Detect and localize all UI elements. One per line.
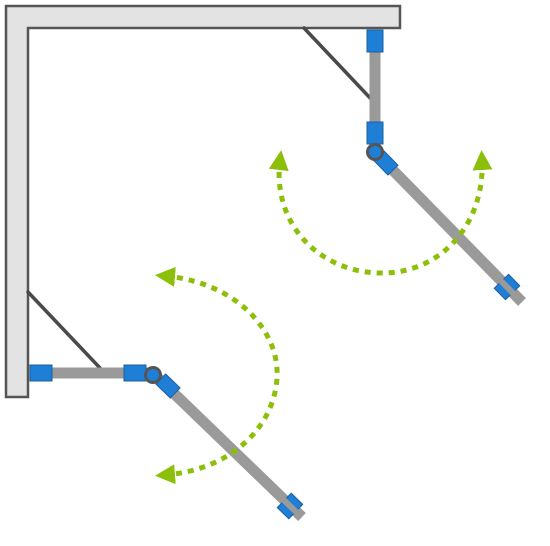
hinge-pivot	[144, 366, 162, 384]
stabilizer-bar	[26, 290, 102, 370]
swing-arrow	[268, 150, 493, 276]
walls	[4, 4, 402, 399]
hinge-pivot	[366, 143, 384, 161]
door-panel	[374, 151, 526, 306]
door-panel	[154, 374, 306, 521]
door-left	[26, 266, 306, 521]
stabilizer-bar	[302, 26, 374, 102]
hinge-clamp	[366, 121, 384, 145]
wall-frame	[4, 4, 402, 399]
wall-bracket	[366, 29, 384, 53]
door-handle-bar	[496, 276, 518, 298]
door-right	[268, 26, 526, 306]
hinge-clamp	[123, 364, 147, 382]
wall-bracket	[29, 364, 53, 382]
door-handle-bar	[279, 495, 301, 517]
